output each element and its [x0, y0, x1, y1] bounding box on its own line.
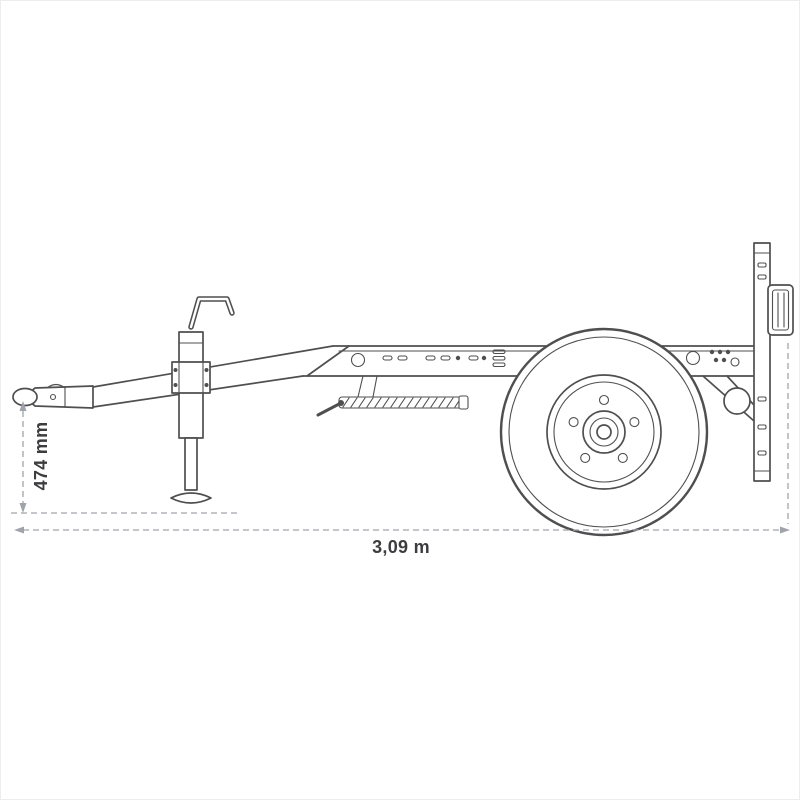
wheel-bolt [598, 394, 610, 406]
wheel-bolt [568, 417, 579, 428]
jack-clamp [171, 361, 211, 394]
length-dimension-label: 3,09 m [372, 537, 430, 557]
arrow-down-icon [19, 503, 27, 513]
rear-bumper [702, 375, 755, 422]
frame-hole [350, 352, 366, 368]
tire-outline [499, 327, 709, 537]
wheel-bolt [629, 417, 640, 428]
hitch-coupler [12, 383, 94, 409]
jack-stand [170, 296, 235, 504]
height-dimension: 474 mm [11, 401, 239, 514]
arrow-left-icon [14, 526, 24, 534]
arrow-right-icon [780, 526, 790, 534]
height-dimension-label: 474 mm [31, 422, 51, 491]
hitch-ball-socket [12, 387, 38, 407]
jack-inner-tube [184, 437, 198, 491]
jack-foot [170, 492, 212, 504]
lever-handle [316, 401, 343, 417]
wheel-bolt [617, 452, 628, 463]
rear-post [753, 242, 771, 482]
frame-hole [685, 350, 701, 366]
wheel [499, 327, 709, 537]
tail-lamp [767, 284, 794, 336]
drawbar [92, 345, 334, 408]
length-dimension: 3,09 m [14, 343, 790, 557]
hub [582, 410, 626, 454]
rear-roller [723, 387, 751, 415]
wheel-bolt [580, 452, 591, 463]
arrow-up-icon [19, 401, 27, 411]
support-spring [316, 375, 469, 417]
rim [546, 374, 662, 490]
